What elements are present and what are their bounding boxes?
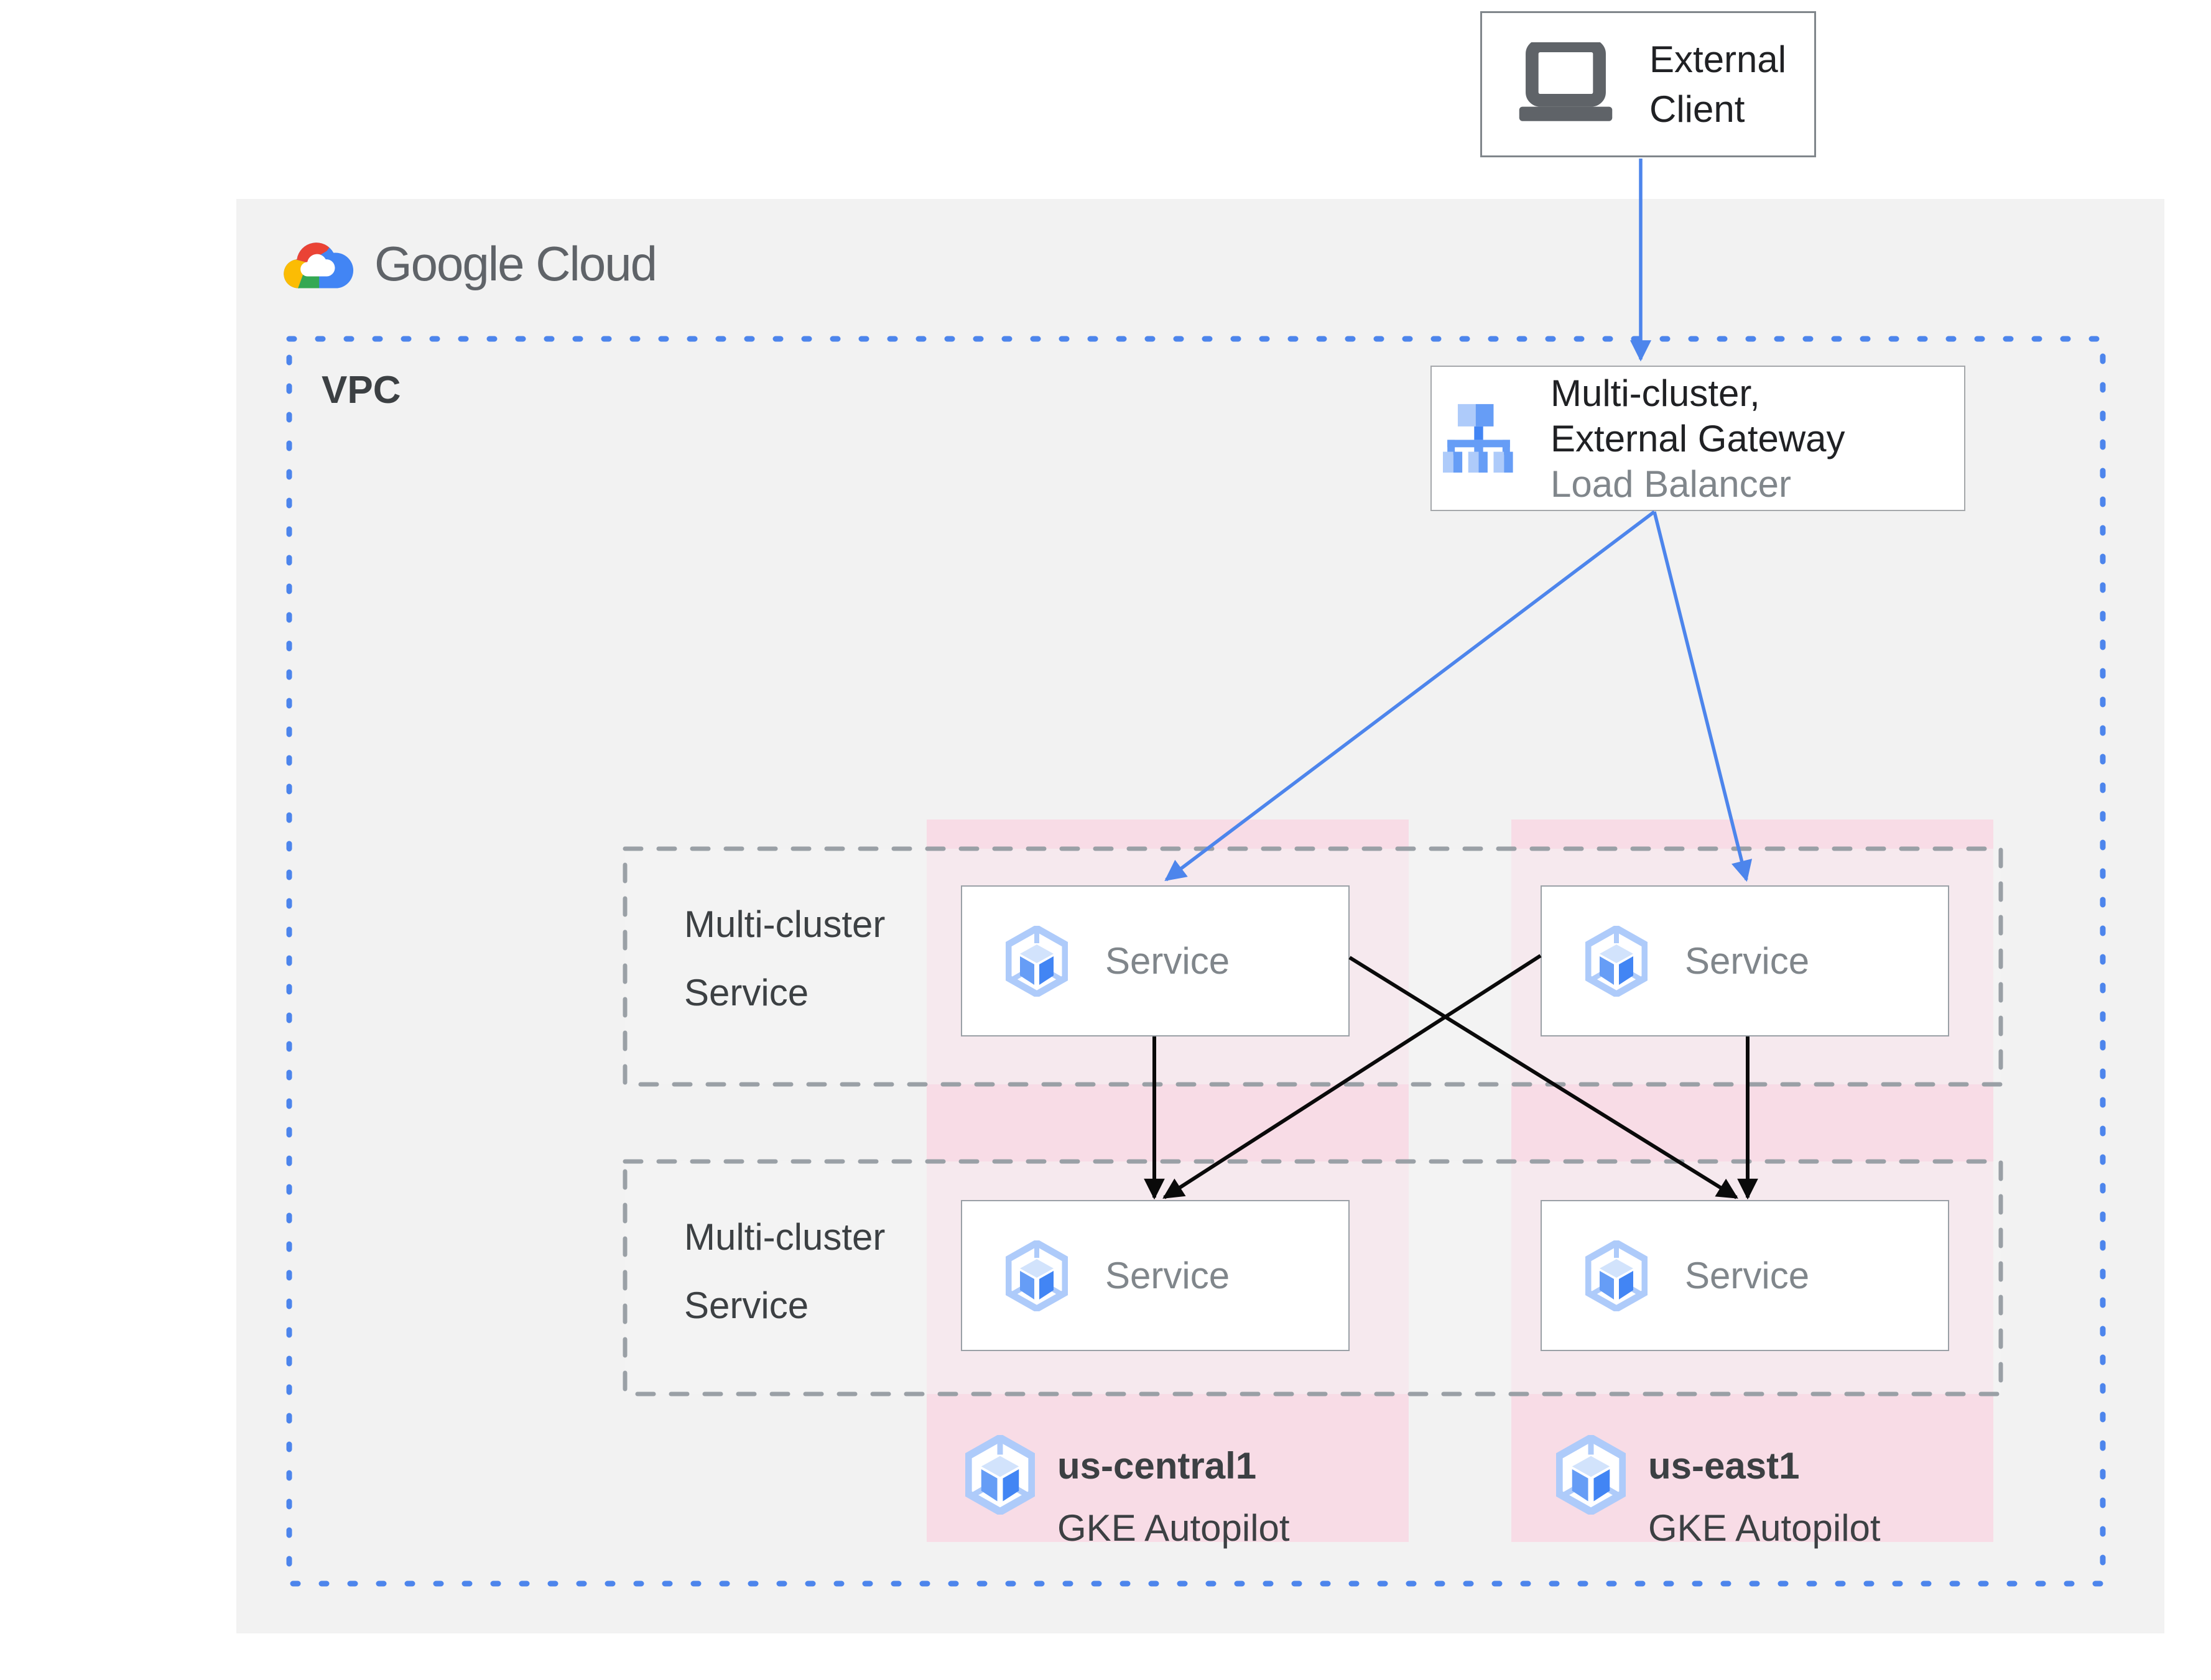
external-client-label: External Client [1649,38,1787,130]
multi-cluster-service-row-2-label: Multi-cluster Service [684,1216,886,1326]
google-cloud-wordmark: Google Cloud [374,236,657,291]
service-node-central-row2: Service [961,1200,1350,1351]
gke-service-icon [1006,1240,1068,1311]
cluster-product: GKE Autopilot [1648,1507,1881,1549]
cluster-label-us-east1: us-east1 GKE Autopilot [1556,1435,1881,1559]
gke-cluster-icon [965,1435,1035,1515]
service-node-east-row2: Service [1541,1200,1949,1351]
vpc-label: VPC [322,369,401,412]
cluster-region: us-east1 [1648,1445,1800,1487]
service-node-central-row1: Service [961,885,1350,1036]
gateway-subtitle: Load Balancer [1550,463,1791,505]
gke-cluster-icon [1556,1435,1626,1515]
external-client-node: External Client [1480,11,1816,157]
cluster-region: us-central1 [1057,1445,1257,1487]
google-cloud-logo: Google Cloud [279,233,657,295]
cluster-product: GKE Autopilot [1057,1507,1290,1549]
gke-service-icon [1006,926,1068,997]
laptop-icon [1514,42,1617,126]
gke-service-icon [1585,1240,1648,1311]
google-cloud-icon [279,233,356,295]
cluster-label-us-central1: us-central1 GKE Autopilot [965,1435,1290,1559]
multi-cluster-gateway-node: Multi-cluster, External Gateway Load Bal… [1430,366,1965,511]
multi-cluster-service-row-1-label: Multi-cluster Service [684,903,886,1013]
gke-service-icon [1585,926,1648,997]
service-node-east-row1: Service [1541,885,1949,1036]
load-balancer-icon [1443,404,1514,473]
gateway-label: Multi-cluster, External Gateway Load Bal… [1550,371,1845,507]
